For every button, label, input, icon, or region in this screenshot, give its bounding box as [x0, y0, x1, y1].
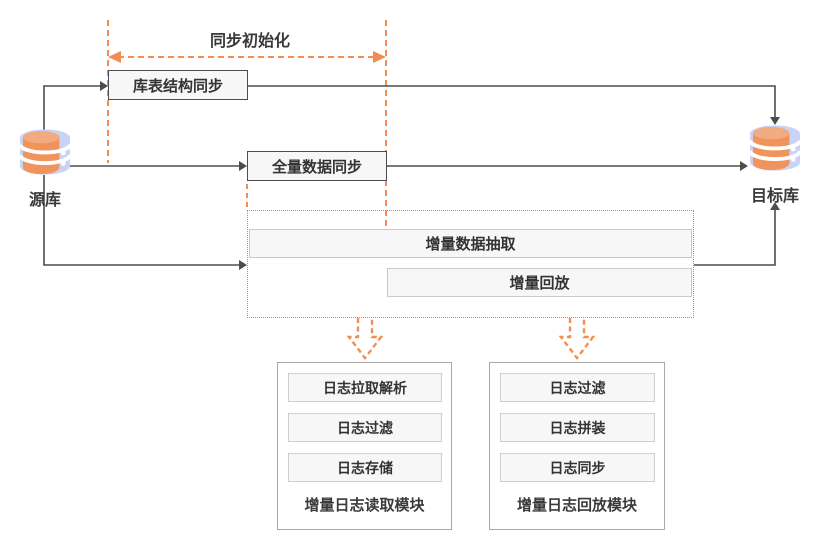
- log-replay-module: 日志过滤 日志拼装 日志同步 增量日志回放模块: [489, 362, 665, 530]
- full-sync-node: 全量数据同步: [247, 151, 387, 181]
- log-step-box: 日志拼装: [500, 413, 655, 442]
- source-db-label: 源库: [28, 192, 61, 209]
- dark-connector-group: [43, 85, 776, 266]
- phase-span-arrow: [108, 51, 386, 63]
- log-step-box: 日志拉取解析: [288, 373, 442, 402]
- dashed-down-arrow-icon: [559, 318, 595, 360]
- database-icon: [748, 125, 802, 171]
- phase-label: 同步初始化: [209, 33, 290, 50]
- target-db: 目标库: [746, 124, 804, 206]
- log-read-module: 日志拉取解析 日志过滤 日志存储 增量日志读取模块: [277, 362, 452, 530]
- schema-sync-node: 库表结构同步: [108, 70, 248, 100]
- log-replay-module-title: 增量日志回放模块: [516, 497, 637, 514]
- incr-replay-node: 增量回放: [387, 268, 692, 297]
- arrowheads: [100, 81, 780, 270]
- log-step-box: 日志过滤: [288, 413, 442, 442]
- incremental-group: 增量数据抽取 增量回放: [247, 210, 694, 318]
- log-step-box: 日志过滤: [500, 373, 655, 402]
- log-read-module-title: 增量日志读取模块: [304, 497, 425, 514]
- database-icon: [18, 129, 72, 175]
- log-step-box: 日志存储: [288, 453, 442, 482]
- target-db-label: 目标库: [750, 188, 799, 205]
- source-db: 源库: [16, 128, 74, 210]
- incr-extract-node: 增量数据抽取: [249, 229, 692, 258]
- log-step-box: 日志同步: [500, 453, 655, 482]
- dashed-down-arrow-icon: [347, 318, 383, 360]
